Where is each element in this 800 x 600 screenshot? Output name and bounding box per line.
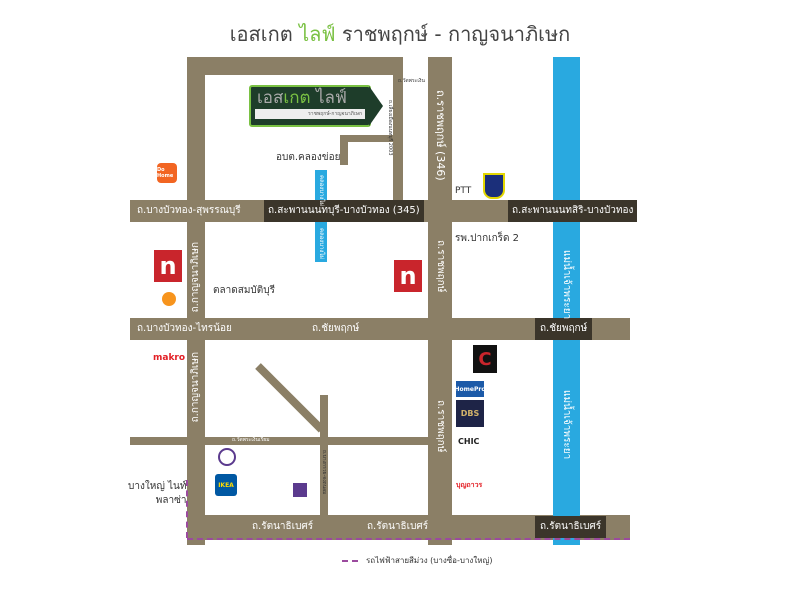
place-obt: อบต.คลองข่อย xyxy=(276,152,341,163)
chic-logo: CHIC xyxy=(458,437,480,446)
page-title: เอสเกต ไลฟ์ ราชพฤกษ์ - กาญจนาภิเษก xyxy=(229,22,571,46)
road-h2 xyxy=(130,318,630,340)
place-bangyai: บางใหญ่ ไนท์ พลาซ่า xyxy=(128,481,187,506)
sign-arrow xyxy=(369,86,383,126)
road-label: ถ.บางบัวทอง-ไทรน้อย xyxy=(137,323,232,334)
nonthaburi-logo: n xyxy=(154,250,182,282)
makro-logo: makro xyxy=(153,353,186,363)
road-label: แม่น้ำเจ้าพระยา xyxy=(561,390,572,460)
legend: รถไฟฟ้าสายสีม่วง (บางซื่อ-บางใหญ่) xyxy=(342,554,492,567)
road-label: ถ.รัตนาธิเบศร์ xyxy=(252,521,314,532)
nonthaburi-logo: n xyxy=(394,260,422,292)
bunthavorn-logo: บุญถาวร xyxy=(456,481,483,489)
road-label: ถ.เลี่ยงเมืองนนทบุรี 2003 xyxy=(387,100,393,156)
road-label: ถ.ราชพฤกษ์ (346) xyxy=(434,90,447,181)
road-ratchaphruek xyxy=(428,57,452,545)
road-label: ถ.รัตนาธิเบศร์ xyxy=(367,521,429,532)
river xyxy=(553,57,580,545)
road-label: ถ.กาญจนาภิเษก xyxy=(190,352,201,423)
rail-line-v xyxy=(186,480,188,538)
road-small-h xyxy=(130,437,428,445)
ikea-logo: IKEA xyxy=(215,474,237,496)
seal-icon xyxy=(162,292,176,306)
road-label: ถ.ราชพฤกษ์ xyxy=(435,240,446,293)
hospital-cross-logo xyxy=(293,483,307,497)
dbs-logo: DBS xyxy=(456,400,484,427)
hospital-logo xyxy=(218,448,236,466)
place-hospital: รพ.ปากเกร็ด 2 xyxy=(455,233,520,244)
project-sign[interactable]: เอสเกต ไลฟ์ ราชพฤกษ์-กาญจนาภิเษก xyxy=(249,85,371,127)
road-label: ถ.รัตนาธิเบศร์ xyxy=(535,516,607,538)
dohome-logo: Do Home xyxy=(157,163,177,183)
road-label: ถ.ราชพฤกษ์ xyxy=(435,400,446,453)
road-label: ถ.กาญจนาภิเษก xyxy=(190,242,201,313)
place-ptt: PTT xyxy=(455,186,472,196)
road-label: แม่น้ำเจ้าพระยา xyxy=(561,250,572,320)
road-label: ถ.สะพานนนทบุรี-บางบัวทอง (345) xyxy=(264,200,424,222)
road-label: ถ.วัดพระเงินเรียม xyxy=(232,437,270,443)
rail-line xyxy=(187,538,630,540)
road-label: ถ.ชัยพฤกษ์ xyxy=(312,323,360,334)
road-label: ถ.สะพานนนทสิริ-บางบัวทอง xyxy=(508,200,638,222)
road-label: คลองบางไผ่ xyxy=(318,228,325,259)
road-label: ถ.บางกรวย-จงถนอม xyxy=(321,450,327,495)
homepro-logo: HomePro xyxy=(455,381,485,397)
school-logo xyxy=(483,173,505,199)
rail-legend-icon xyxy=(342,559,358,562)
central-logo: C xyxy=(473,345,497,373)
road-label: ถ.ชัยพฤกษ์ xyxy=(535,318,593,340)
road-label: ถ.บางบัวทอง-สุพรรณบุรี xyxy=(137,205,241,216)
road-obt-v xyxy=(340,135,348,165)
road-obt-h xyxy=(340,135,395,142)
road-small-v xyxy=(320,395,328,515)
place-market: ตลาดสมบัติบุรี xyxy=(213,285,275,296)
road-soi xyxy=(393,57,403,207)
road-diagonal xyxy=(255,363,325,433)
road-kanchanaphisek xyxy=(187,57,205,545)
road-top xyxy=(187,57,402,75)
road-label: คลองบางไผ่ xyxy=(318,175,325,206)
road-label: ถ.วัดพระเงิน xyxy=(398,78,425,84)
